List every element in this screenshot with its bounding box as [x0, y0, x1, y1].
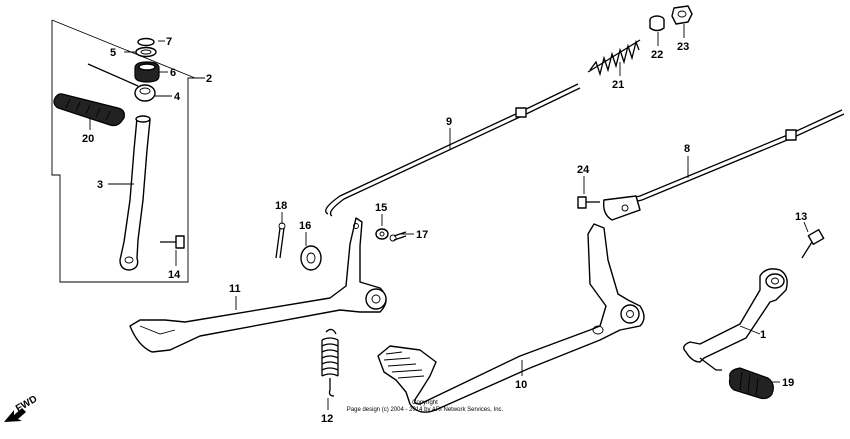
- part-15-washer[interactable]: [375, 228, 389, 240]
- part-9-rod[interactable]: [325, 83, 581, 217]
- callout-3[interactable]: 3: [97, 179, 103, 191]
- leader-lines: [89, 24, 809, 410]
- part-24-bolt[interactable]: [577, 196, 600, 209]
- part-20-grip-rubber[interactable]: [53, 93, 125, 127]
- callout-13[interactable]: 13: [795, 211, 807, 223]
- callout-2[interactable]: 2: [206, 73, 212, 85]
- copyright-heading: Copyright: [412, 400, 438, 406]
- callout-12[interactable]: 12: [321, 413, 333, 425]
- part-1-kick-arm[interactable]: [683, 268, 788, 371]
- part-7-washer[interactable]: [137, 37, 155, 47]
- part-3-kick-arm[interactable]: [119, 115, 151, 271]
- callouts: 1 2 3 4 5 6 7 8 9 10 11 12 13 14 15 16 1…: [82, 36, 807, 425]
- part-22-collar[interactable]: [649, 15, 665, 32]
- callout-8[interactable]: 8: [684, 143, 690, 155]
- callout-24[interactable]: 24: [577, 164, 590, 176]
- callout-16[interactable]: 16: [299, 220, 311, 232]
- part-23-nut[interactable]: [671, 5, 693, 25]
- fwd-arrow-icon: [4, 408, 26, 422]
- callout-9[interactable]: 9: [446, 116, 452, 128]
- callout-6[interactable]: 6: [170, 67, 176, 79]
- part-8-rod[interactable]: [602, 109, 845, 221]
- part-21-spring[interactable]: [587, 39, 641, 77]
- callout-20[interactable]: 20: [82, 133, 94, 145]
- callout-11[interactable]: 11: [229, 283, 241, 295]
- copyright-notice: Copyright Page design (c) 2004 - 2014 by…: [347, 400, 504, 413]
- callout-17[interactable]: 17: [416, 229, 428, 241]
- fwd-indicator: FWD: [4, 394, 39, 422]
- callout-14[interactable]: 14: [168, 269, 181, 281]
- callout-19[interactable]: 19: [782, 377, 794, 389]
- part-11-brake-pedal[interactable]: [129, 217, 387, 353]
- callout-4[interactable]: 4: [174, 91, 181, 103]
- part-13-bolt[interactable]: [801, 228, 825, 259]
- part-12-spring[interactable]: [321, 328, 339, 397]
- callout-18[interactable]: 18: [275, 200, 287, 212]
- callout-1[interactable]: 1: [760, 329, 766, 341]
- callout-23[interactable]: 23: [677, 41, 689, 53]
- part-5-ring[interactable]: [135, 46, 157, 58]
- fwd-label: FWD: [14, 394, 39, 415]
- part-10-brake-pedal[interactable]: [377, 223, 645, 413]
- part-17-pin[interactable]: [389, 231, 407, 242]
- callout-15[interactable]: 15: [375, 202, 387, 214]
- part-6-seal[interactable]: [134, 61, 160, 83]
- callout-7[interactable]: 7: [166, 36, 172, 48]
- callout-21[interactable]: 21: [612, 79, 624, 91]
- part-19-grip[interactable]: [728, 367, 774, 400]
- part-18-pin[interactable]: [275, 222, 286, 259]
- callout-22[interactable]: 22: [651, 49, 663, 61]
- callout-5[interactable]: 5: [110, 47, 116, 59]
- part-16-washer[interactable]: [300, 245, 322, 271]
- copyright-text: Page design (c) 2004 - 2014 by ARI Netwo…: [347, 407, 504, 413]
- part-4-pivot-boss[interactable]: [87, 63, 156, 102]
- callout-10[interactable]: 10: [515, 379, 527, 391]
- part-14-bolt[interactable]: [160, 235, 185, 249]
